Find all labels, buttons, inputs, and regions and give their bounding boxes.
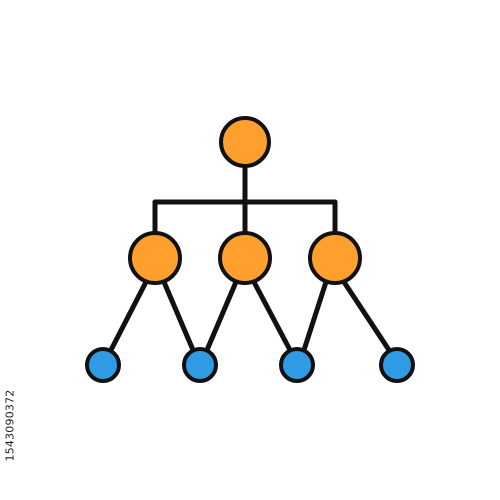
mid-node-left bbox=[128, 231, 182, 285]
edge-mid-center-leaf-3 bbox=[251, 279, 293, 353]
edge-mid-right-leaf-3 bbox=[301, 279, 329, 353]
root-node bbox=[219, 116, 271, 168]
edge-mid-right-leaf-4 bbox=[341, 279, 392, 353]
mid-node-center bbox=[218, 231, 272, 285]
edge-mid-left-leaf-2 bbox=[161, 279, 196, 353]
leaf-node-3 bbox=[279, 347, 315, 383]
leaf-connectors bbox=[108, 279, 392, 353]
edge-mid-center-leaf-2 bbox=[204, 279, 239, 353]
leaf-node-2 bbox=[182, 347, 218, 383]
root-connector bbox=[152, 163, 338, 237]
leaf-node-4 bbox=[379, 347, 415, 383]
mid-node-right bbox=[308, 231, 362, 285]
leaf-node-1 bbox=[85, 347, 121, 383]
stock-id-label: 1543090372 bbox=[3, 380, 17, 470]
stock-id-text: 1543090372 bbox=[3, 389, 17, 461]
edge-mid-left-leaf-1 bbox=[108, 279, 149, 353]
